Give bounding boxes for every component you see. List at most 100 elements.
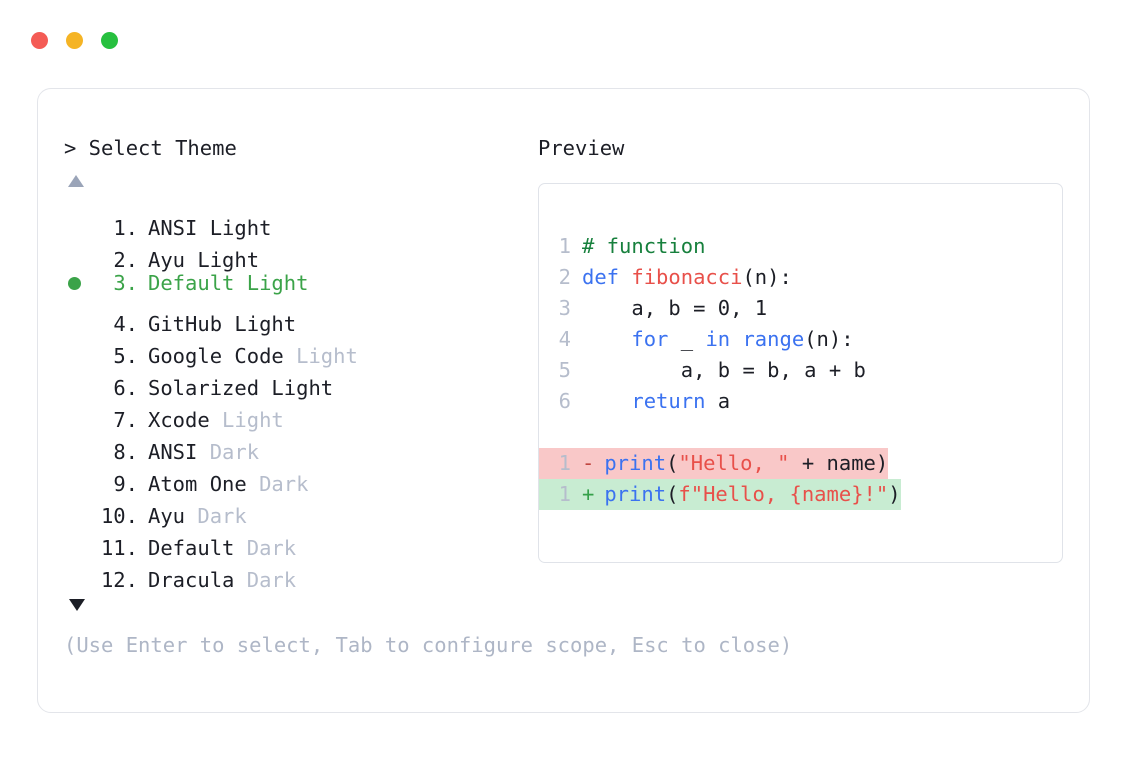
selection-bullet-slot [64, 555, 94, 587]
code-token-plain [582, 389, 631, 413]
selection-bullet-slot [64, 523, 94, 555]
theme-list-item[interactable]: 5.Google Code Light [64, 331, 534, 368]
selection-bullet-slot [64, 331, 94, 363]
code-token-keyword: return [631, 389, 718, 413]
code-blank-line [539, 417, 1062, 448]
theme-list-item[interactable]: 4. GitHub Light [64, 299, 534, 336]
theme-list-item[interactable]: 2. Ayu Light [64, 235, 534, 272]
selection-bullet-slot [64, 427, 94, 459]
theme-list-item[interactable]: 12. Dracula Dark [64, 555, 534, 592]
theme-item-index: 9. [113, 472, 138, 496]
code-line-number: 5 [558, 358, 571, 382]
diff-line-removed: 1-print("Hello, " + name) [539, 448, 889, 479]
code-line-content: a, b = b, a + b [582, 355, 866, 386]
theme-item-name: Default [148, 271, 235, 295]
theme-item-variant: Light [222, 312, 297, 336]
code-token-fn: fibonacci [631, 265, 743, 289]
theme-item-name: Dracula [148, 568, 235, 592]
keyboard-help-text: (Use Enter to select, Tab to configure s… [64, 633, 793, 657]
diff-marker: - [582, 451, 595, 475]
code-token-keyword: print [604, 451, 667, 475]
theme-list-item[interactable]: 9. Atom One Dark [64, 459, 534, 496]
theme-list-item[interactable]: 10.Ayu Dark [64, 491, 534, 528]
theme-selector-column: > Select Theme 1. ANSI Light 2. Ayu Light 3.… [64, 135, 534, 611]
selection-bullet-slot [64, 395, 94, 427]
selection-bullet-slot [64, 235, 94, 267]
code-line-content: for _ in range(n): [582, 324, 854, 355]
triangle-down-icon[interactable] [69, 599, 85, 611]
diff-line-content: print(f"Hello, {name}!") [604, 479, 900, 510]
code-token-plain: a [717, 389, 731, 413]
theme-item-index: 4. [113, 312, 138, 336]
code-token-plain: + name) [789, 451, 889, 475]
selection-bullet-slot [64, 491, 94, 523]
code-token-keyword: print [604, 482, 667, 506]
page-title: > Select Theme [64, 136, 237, 160]
code-line-content: def fibonacci(n): [582, 262, 792, 293]
code-token-comment: # function [582, 234, 706, 258]
code-line: 4 for _ in range(n): [539, 324, 1062, 355]
theme-item-variant: Light [185, 248, 260, 272]
diff-marker: + [582, 482, 595, 506]
maximize-button[interactable] [101, 32, 118, 49]
theme-list-item[interactable]: 3.Default Light [64, 267, 534, 299]
code-line-number: 3 [558, 296, 571, 320]
theme-item-index: 6. [113, 376, 138, 400]
theme-item-name: GitHub [148, 312, 223, 336]
theme-item-name: Default [148, 536, 235, 560]
theme-item-index: 12. [100, 568, 138, 592]
theme-item-name: ANSI [148, 216, 198, 240]
code-token-plain: (n): [804, 327, 854, 351]
theme-item-variant: Dark [246, 472, 309, 496]
selection-bullet-slot [64, 203, 94, 235]
diff-line-number: 1 [558, 482, 571, 506]
theme-item-variant: Light [259, 376, 334, 400]
code-line-content: # function [582, 231, 705, 262]
theme-item-index: 5. [113, 344, 138, 368]
code-line: 1 # function [539, 231, 1062, 262]
theme-item-variant: Dark [234, 568, 297, 592]
theme-list-item[interactable]: 7.Xcode Light [64, 395, 534, 432]
diff-line-added: 1 + print(f"Hello, {name}!") [539, 479, 901, 510]
code-token-string: "Hello, " [678, 451, 790, 475]
theme-item-variant: Dark [197, 440, 260, 464]
triangle-up-icon[interactable] [68, 175, 84, 187]
code-token-plain [582, 327, 631, 351]
selection-bullet-slot [64, 363, 94, 395]
code-token-plain: a, b = 0, 1 [582, 296, 768, 320]
theme-item-index: 7. [113, 408, 138, 432]
code-token-keyword: range [742, 327, 805, 351]
code-line: 5 a, b = b, a + b [539, 355, 1062, 386]
theme-item-index: 3. [113, 271, 138, 295]
selection-bullet-slot [64, 459, 94, 491]
code-token-plain: ( [666, 451, 679, 475]
code-token-keyword: in [705, 327, 743, 351]
theme-item-index: 10. [100, 504, 138, 528]
theme-list-item[interactable]: 6.Solarized Light [64, 363, 534, 400]
code-line-number: 6 [558, 389, 571, 413]
card-columns: > Select Theme 1. ANSI Light 2. Ayu Light 3.… [38, 89, 1089, 712]
code-line-content: a, b = 0, 1 [582, 293, 767, 324]
code-line-number: 1 [558, 234, 571, 258]
theme-list-item[interactable]: 8.ANSI Dark [64, 427, 534, 464]
theme-list-item[interactable]: 11.Default Dark [64, 523, 534, 560]
theme-item-variant: Light [197, 216, 272, 240]
close-button[interactable] [31, 32, 48, 49]
minimize-button[interactable] [66, 32, 83, 49]
theme-item-name: Ayu [148, 248, 186, 272]
selection-bullet-slot [64, 299, 94, 331]
theme-selector-card: > Select Theme 1. ANSI Light 2. Ayu Light 3.… [37, 88, 1090, 713]
preview-title: Preview [538, 136, 625, 160]
theme-list-item[interactable]: 1. ANSI Light [64, 203, 534, 240]
theme-item-index: 2. [113, 248, 138, 272]
theme-item-index: 1. [113, 216, 138, 240]
code-token-plain: (n): [742, 265, 792, 289]
window-traffic-lights [31, 32, 118, 49]
theme-item-name: Google Code [148, 344, 284, 368]
theme-item-variant: Dark [234, 536, 297, 560]
theme-item-variant: Dark [185, 504, 247, 528]
theme-item-name: Atom One [148, 472, 247, 496]
